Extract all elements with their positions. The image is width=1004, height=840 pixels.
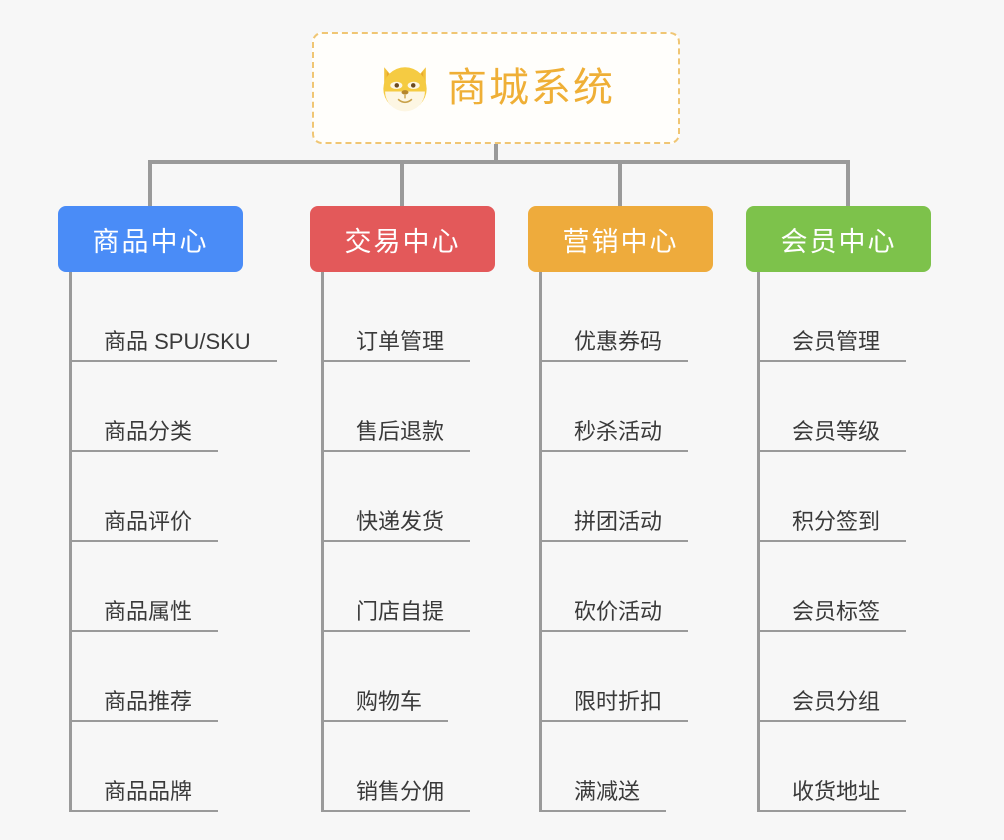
list-item[interactable]: 会员等级 [759, 362, 946, 452]
leaf-list-product-center: 商品 SPU/SKU 商品分类 商品评价 商品属性 商品推荐 商品品牌 [58, 272, 280, 812]
leaf-label: 会员分组 [759, 689, 907, 722]
list-item[interactable]: 秒杀活动 [541, 362, 728, 452]
root-node[interactable]: 商城系统 [312, 32, 680, 144]
column-member-center: 会员中心 会员管理 会员等级 积分签到 会员标签 会员分组 收货地址 [746, 206, 946, 812]
leaf-label: 商品 SPU/SKU [71, 329, 277, 362]
leaf-label: 优惠券码 [541, 329, 689, 362]
leaf-label: 满减送 [541, 779, 667, 812]
list-item[interactable]: 砍价活动 [541, 542, 728, 632]
leaf-label: 商品属性 [71, 599, 219, 632]
connector-drop-2 [400, 160, 404, 208]
list-item[interactable]: 积分签到 [759, 452, 946, 542]
list-item[interactable]: 门店自提 [323, 542, 510, 632]
category-header-member-center[interactable]: 会员中心 [746, 206, 931, 272]
list-item[interactable]: 商品推荐 [71, 632, 280, 722]
list-item[interactable]: 销售分佣 [323, 722, 510, 812]
leaf-label: 收货地址 [759, 779, 907, 812]
category-header-trade-center[interactable]: 交易中心 [310, 206, 495, 272]
list-item[interactable]: 会员标签 [759, 542, 946, 632]
list-item[interactable]: 优惠券码 [541, 272, 728, 362]
leaf-label: 门店自提 [323, 599, 471, 632]
list-item[interactable]: 商品分类 [71, 362, 280, 452]
leaf-label: 售后退款 [323, 419, 471, 452]
leaf-list-member-center: 会员管理 会员等级 积分签到 会员标签 会员分组 收货地址 [746, 272, 946, 812]
leaf-label: 拼团活动 [541, 509, 689, 542]
category-label: 营销中心 [562, 226, 679, 257]
column-trade-center: 交易中心 订单管理 售后退款 快递发货 门店自提 购物车 销售分佣 [310, 206, 510, 812]
list-item[interactable]: 商品评价 [71, 452, 280, 542]
leaf-label: 会员等级 [759, 419, 907, 452]
leaf-list-marketing-center: 优惠券码 秒杀活动 拼团活动 砍价活动 限时折扣 满减送 [528, 272, 728, 812]
list-item[interactable]: 限时折扣 [541, 632, 728, 722]
list-item[interactable]: 售后退款 [323, 362, 510, 452]
column-product-center: 商品中心 商品 SPU/SKU 商品分类 商品评价 商品属性 商品推荐 商品品牌 [58, 206, 280, 812]
list-item[interactable]: 购物车 [323, 632, 510, 722]
connector-root-stub [494, 144, 498, 164]
leaf-label: 会员标签 [759, 599, 907, 632]
list-item[interactable]: 拼团活动 [541, 452, 728, 542]
list-item[interactable]: 订单管理 [323, 272, 510, 362]
connector-drop-4 [846, 160, 850, 208]
category-header-product-center[interactable]: 商品中心 [58, 206, 243, 272]
leaf-label: 销售分佣 [323, 779, 471, 812]
list-item[interactable]: 收货地址 [759, 722, 946, 812]
connector-drop-3 [618, 160, 622, 208]
leaf-label: 商品评价 [71, 509, 219, 542]
connector-drop-1 [148, 160, 152, 208]
list-item[interactable]: 商品品牌 [71, 722, 280, 812]
leaf-label: 秒杀活动 [541, 419, 689, 452]
leaf-label: 会员管理 [759, 329, 907, 362]
leaf-label: 限时折扣 [541, 689, 689, 722]
dog-face-icon [377, 62, 433, 114]
leaf-label: 砍价活动 [541, 599, 689, 632]
category-label: 商品中心 [92, 226, 209, 257]
list-item[interactable]: 会员管理 [759, 272, 946, 362]
leaf-list-trade-center: 订单管理 售后退款 快递发货 门店自提 购物车 销售分佣 [310, 272, 510, 812]
root-title: 商城系统 [447, 66, 615, 110]
category-header-marketing-center[interactable]: 营销中心 [528, 206, 713, 272]
leaf-label: 商品分类 [71, 419, 219, 452]
leaf-label: 快递发货 [323, 509, 471, 542]
category-label: 交易中心 [344, 226, 461, 257]
leaf-label: 订单管理 [323, 329, 471, 362]
leaf-label: 积分签到 [759, 509, 907, 542]
list-item[interactable]: 商品属性 [71, 542, 280, 632]
leaf-label: 商品品牌 [71, 779, 219, 812]
list-item[interactable]: 会员分组 [759, 632, 946, 722]
column-marketing-center: 营销中心 优惠券码 秒杀活动 拼团活动 砍价活动 限时折扣 满减送 [528, 206, 728, 812]
leaf-label: 商品推荐 [71, 689, 219, 722]
leaf-label: 购物车 [323, 689, 449, 722]
list-item[interactable]: 快递发货 [323, 452, 510, 542]
list-item[interactable]: 商品 SPU/SKU [71, 272, 280, 362]
connector-bus [148, 160, 850, 164]
category-label: 会员中心 [780, 226, 897, 257]
list-item[interactable]: 满减送 [541, 722, 728, 812]
